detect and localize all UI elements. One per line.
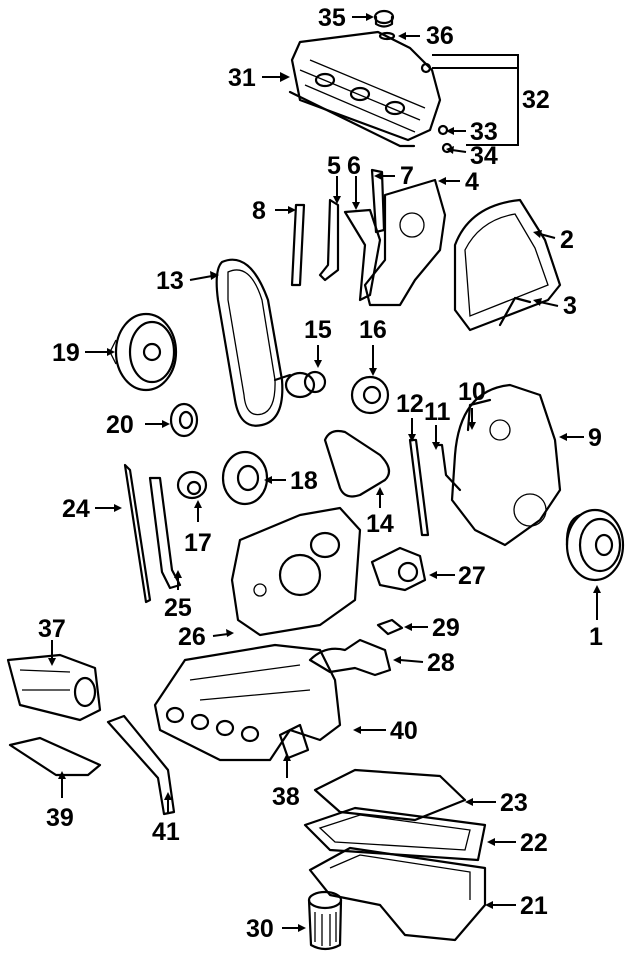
callout-18: 18 [290, 467, 318, 495]
oil-pan-part [308, 846, 487, 942]
oil-strainer-part [308, 638, 392, 677]
callout-2: 2 [560, 226, 574, 254]
callout-36: 36 [426, 22, 454, 50]
callout-40: 40 [390, 717, 418, 745]
cover-seal-part [420, 62, 453, 154]
callout-29: 29 [432, 614, 460, 642]
callout-37: 37 [38, 615, 66, 643]
bracket-6-part [343, 208, 382, 302]
intake-manifold-part [153, 643, 342, 762]
callout-12: 12 [396, 390, 424, 418]
callout-25: 25 [164, 594, 192, 622]
timing-belt-part [215, 258, 284, 427]
manifold-bracket-part [106, 714, 176, 816]
throttle-gasket-part [8, 736, 102, 777]
timing-back-cover-part [363, 178, 447, 307]
camshaft-pulley-part [109, 312, 178, 392]
throttle-body-part [6, 653, 102, 722]
egr-valve-part [278, 723, 310, 760]
callout-19: 19 [52, 339, 80, 367]
callout-27: 27 [458, 562, 486, 590]
callout-23: 23 [500, 789, 528, 817]
callout-11: 11 [424, 398, 451, 426]
callout-labels: 35 36 31 32 33 34 5 6 7 4 8 2 13 3 15 16… [38, 4, 603, 943]
oil-filler-cap-part [373, 9, 396, 41]
idler-pulley-part [350, 375, 390, 415]
cover-seal-strip-part [498, 296, 532, 327]
callout-32: 32 [522, 86, 550, 114]
oil-pan-gasket-part [303, 806, 487, 862]
callout-31: 31 [228, 64, 256, 92]
callout-10: 10 [458, 378, 486, 406]
callout-13: 13 [156, 267, 184, 295]
callout-30: 30 [246, 915, 274, 943]
oil-pump-sprocket-part [176, 470, 208, 500]
seal-11-part [434, 443, 462, 492]
callout-6: 6 [347, 152, 361, 180]
balancer-belt-part [323, 429, 391, 498]
rod-12-part [408, 438, 430, 537]
callout-38: 38 [272, 783, 300, 811]
callout-33: 33 [470, 118, 498, 146]
callout-7: 7 [400, 162, 414, 190]
balancer-pulley-part [221, 450, 269, 506]
upper-timing-cover-part [453, 198, 562, 332]
callout-35: 35 [318, 4, 346, 32]
callout-41: 41 [152, 818, 180, 846]
callout-20: 20 [106, 411, 134, 439]
callout-16: 16 [359, 316, 387, 344]
callout-26: 26 [178, 623, 206, 651]
pump-gasket-part [376, 618, 404, 636]
callout-5: 5 [327, 152, 341, 180]
callout-4: 4 [465, 168, 479, 196]
callout-21: 21 [520, 892, 548, 920]
dipstick-tube-part [148, 476, 182, 590]
callout-14: 14 [366, 510, 394, 538]
bracket-7-part [370, 168, 386, 234]
oil-pump-housing-part [230, 506, 362, 637]
crank-sprocket-part [169, 402, 199, 438]
callout-28: 28 [427, 649, 455, 677]
callout-24: 24 [62, 495, 90, 523]
crankshaft-pulley-part [565, 508, 625, 582]
callout-1: 1 [589, 623, 603, 651]
leader-lines [48, 13, 601, 932]
callout-34: 34 [470, 142, 498, 170]
callout-22: 22 [520, 829, 548, 857]
callout-15: 15 [304, 316, 332, 344]
seal-10-part [466, 398, 492, 432]
water-pump-part [370, 546, 427, 592]
valve-cover-part [288, 30, 442, 148]
rod-8-part [290, 203, 306, 287]
oil-filter-part [307, 890, 343, 951]
dipstick-part [123, 463, 152, 604]
callout-9: 9 [588, 424, 602, 452]
bracket-5-part [318, 198, 340, 282]
belt-tensioner-part [273, 370, 327, 399]
callout-39: 39 [46, 804, 74, 832]
callout-3: 3 [563, 292, 577, 320]
lower-timing-cover-part [450, 383, 562, 547]
callout-17: 17 [184, 529, 212, 557]
callout-8: 8 [252, 197, 266, 225]
